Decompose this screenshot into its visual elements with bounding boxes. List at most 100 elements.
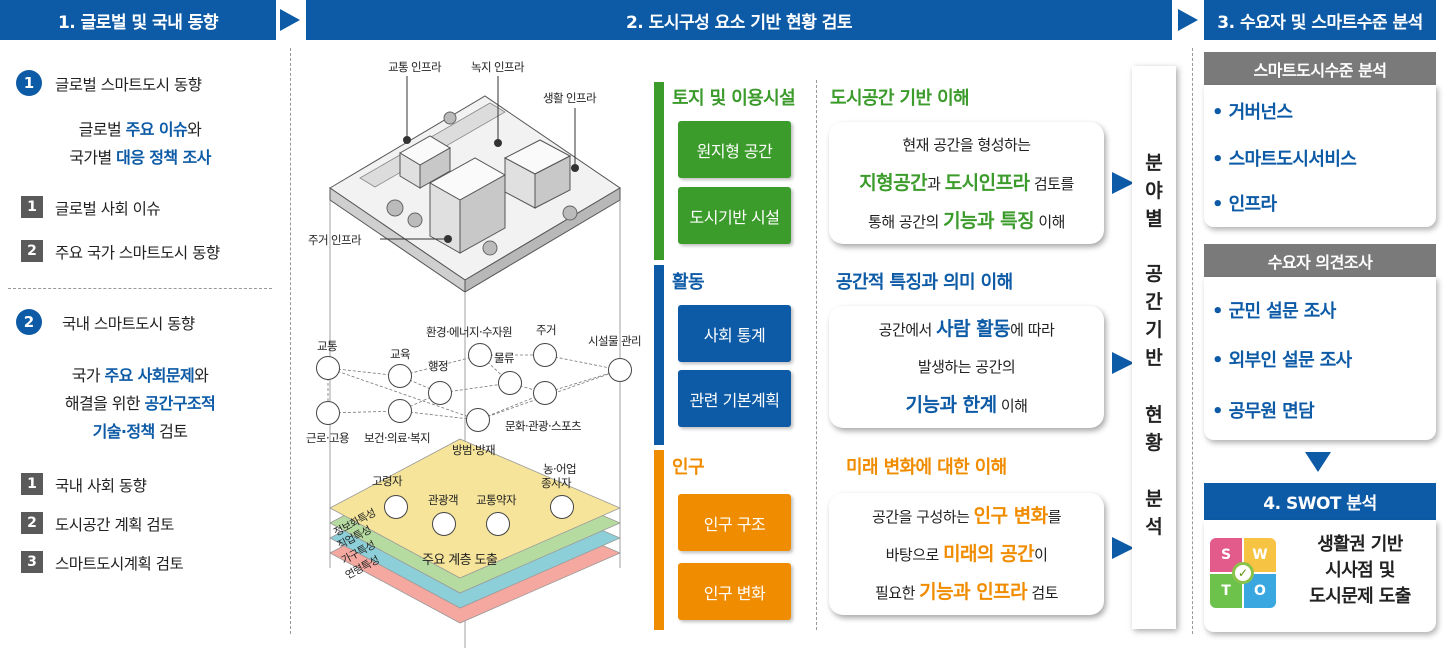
desc-highlight: 주요 이슈 [125,120,188,139]
desc-highlight: 대응 정책 조사 [116,148,211,167]
tourist-icon [432,512,456,536]
terrain-space-button[interactable]: 원지형 공간 [678,121,791,178]
divider [816,80,817,630]
population-change-button[interactable]: 인구 변화 [678,563,791,620]
urban-infrastructure-button[interactable]: 도시기반 시설 [678,187,791,244]
card-text: 검토 [1027,584,1059,602]
section-description: 글로벌 주요 이슈와 국가별 대응 정책 조사 [20,116,260,172]
layer-label: 종사자 [541,476,572,490]
building [459,174,506,254]
check-icon: ✓ [1232,562,1254,584]
social-statistics-button[interactable]: 사회 통계 [678,305,791,362]
card-highlight: 사람 활동 [936,318,1011,340]
arrow-right-icon [280,9,300,31]
card-line: 바탕으로 미래의 공간이 [829,535,1104,573]
desc-highlight: 공간구조적 [144,394,216,413]
card-highlight: 기능과 한계 [905,394,998,416]
layer-label: 고령자 [372,474,403,488]
card-text: 이해 [996,397,1028,415]
item-number-badge: 1 [21,473,43,495]
divider [8,288,272,289]
card-text: 공간을 구성하는 [872,508,974,526]
population-structure-button[interactable]: 인구 구조 [678,494,791,551]
vertical-char: 간 [1145,291,1163,313]
infra-label: 교통 인프라 [388,60,442,74]
step1-header: 1. 글로벌 및 국내 동향 [0,0,276,40]
item-number-badge: 1 [21,196,43,218]
arrow-right-icon [1112,352,1134,374]
bullet-item: • 외부인 설문 조사 [1212,350,1352,371]
network-label: 물류 [494,351,515,365]
basic-plan-button[interactable]: 관련 기본계획 [678,370,791,427]
bullet-item: • 공무원 면담 [1212,401,1315,422]
activity-bar [654,265,664,445]
layer-label: 교통약자 [476,493,517,507]
land-bar [654,82,664,260]
callout-dot [494,139,502,147]
card-line: 현재 공간을 형성하는 [902,136,1031,154]
network-label: 행정 [428,359,449,373]
spatial-analysis-box: 분 야 별 공 간 기 반 현 황 분 석 [1132,66,1176,629]
vertical-char: 분 [1145,152,1163,174]
vertical-char: 야 [1145,180,1163,202]
step2-label: 2. 도시구성 요소 기반 현황 검토 [625,12,853,33]
node-culture-icon [533,381,557,405]
card-text: 필요한 [874,584,920,602]
card-text: 바탕으로 [885,546,944,564]
network-label: 환경·에너지·수자원 [426,325,513,339]
card-highlight: 기능과 특징 [943,210,1035,232]
tree [562,205,578,221]
land-subheading: 도시공간 기반 이해 [830,88,970,109]
activity-heading: 활동 [672,272,705,293]
swot-t: T [1210,574,1242,608]
section-description: 국가 주요 사회문제와 해결을 위한 공간구조적 기술·정책 검토 [20,362,260,446]
network-label: 보건·의료·복지 [364,431,431,445]
network-label: 근로·고용 [306,431,350,445]
population-bar [654,450,664,630]
swot-line: 생활권 기반 [1317,534,1403,555]
desc-text: 검토 [154,422,188,441]
bullet-item: • 군민 설문 조사 [1212,301,1336,322]
desc-text: 해결을 위한 [64,394,145,413]
swot-w: W [1244,538,1276,572]
node-employment-icon [316,401,340,425]
demand-survey-box [1204,277,1436,440]
network-label: 방범·방재 [452,443,496,457]
land-heading: 토지 및 이용시설 [672,88,796,109]
card-highlight: 미래의 공간 [943,543,1035,565]
card-text: 에 따라 [1010,321,1055,339]
vertical-char: 현 [1145,404,1163,426]
card-line: 공간에서 사람 활동에 따라 [829,310,1104,348]
building [534,155,571,209]
card-line: 통해 공간의 기능과 특징 이해 [829,202,1104,240]
mobility-icon [486,512,510,536]
bullet-item: • 스마트도시서비스 [1212,149,1357,170]
section-title: 글로벌 스마트도시 동향 [55,76,202,94]
node-housing-icon [533,343,557,367]
section-number-badge: 2 [16,309,42,335]
callout-dot [444,235,452,243]
infra-label: 주거 인프라 [308,233,362,247]
card-highlight: 도시인프라 [944,172,1030,194]
layer-center-label: 주요 계층 도출 [422,553,498,568]
card-highlight: 인구 변화 [973,505,1049,527]
card-line: 공간을 구성하는 인구 변화를 [829,497,1104,535]
layer-information [329,438,622,579]
network-label: 교통 [317,339,338,353]
population-heading: 인구 [672,457,705,478]
card-text: 통해 공간의 [868,213,944,231]
section-title: 국내 스마트도시 동향 [62,315,195,333]
smart-level-header: 스마트도시수준 분석 [1204,52,1436,85]
population-subheading: 미래 변화에 대한 이해 [846,457,1007,478]
desc-highlight: 기술·정책 [92,422,156,441]
vertical-char: 황 [1145,432,1163,454]
desc-highlight: 주요 사회문제 [104,366,195,385]
step1-label: 1. 글로벌 및 국내 동향 [57,12,219,33]
list-item: 주요 국가 스마트도시 동향 [55,244,220,262]
tree [482,240,498,256]
card-text: 를 [1047,508,1062,526]
list-item: 글로벌 사회 이슈 [55,200,161,218]
card-line: 지형공간과 도시인프라 검토를 [829,164,1104,202]
tree [386,199,404,217]
list-item: 국내 사회 동향 [55,477,147,495]
